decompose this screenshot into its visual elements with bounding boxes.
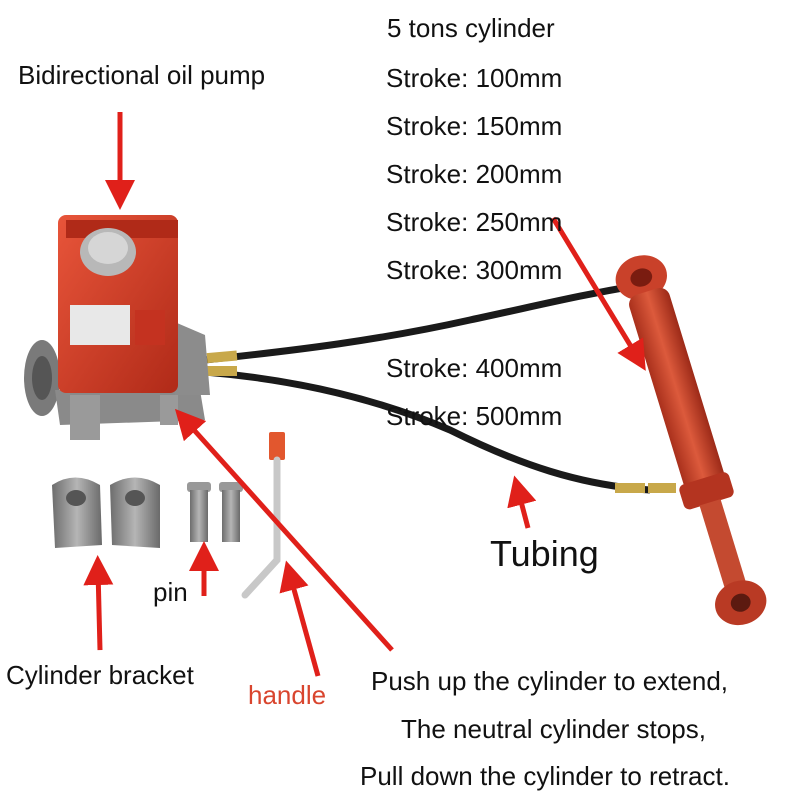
cylinder-brackets	[52, 477, 160, 548]
instruction-line: Pull down the cylinder to retract.	[360, 761, 730, 791]
oil-pump	[24, 215, 210, 440]
instruction-line: Push up the cylinder to extend,	[371, 666, 729, 696]
pin-label: pin	[153, 577, 188, 607]
stroke-label: Stroke: 500mm	[386, 401, 563, 431]
handle-label: handle	[248, 680, 327, 710]
stroke-label: Stroke: 100mm	[386, 63, 563, 93]
tubing-label: Tubing	[490, 533, 599, 574]
annotation-arrows	[83, 112, 646, 677]
bracket-label: Cylinder bracket	[6, 660, 194, 690]
handle-rod	[241, 432, 285, 599]
stroke-label: Stroke: 300mm	[386, 255, 563, 285]
instruction-line: The neutral cylinder stops,	[401, 714, 706, 744]
pump-label: Bidirectional oil pump	[18, 60, 266, 90]
cylinder-title: 5 tons cylinder	[387, 13, 555, 43]
stroke-label: Stroke: 250mm	[386, 207, 563, 237]
stroke-label: Stroke: 200mm	[386, 159, 563, 189]
stroke-label: Stroke: 400mm	[386, 353, 563, 383]
hydraulic-hoses	[204, 281, 676, 494]
pins	[187, 482, 243, 542]
hydraulic-cylinder	[615, 255, 767, 626]
stroke-label: Stroke: 150mm	[386, 111, 563, 141]
